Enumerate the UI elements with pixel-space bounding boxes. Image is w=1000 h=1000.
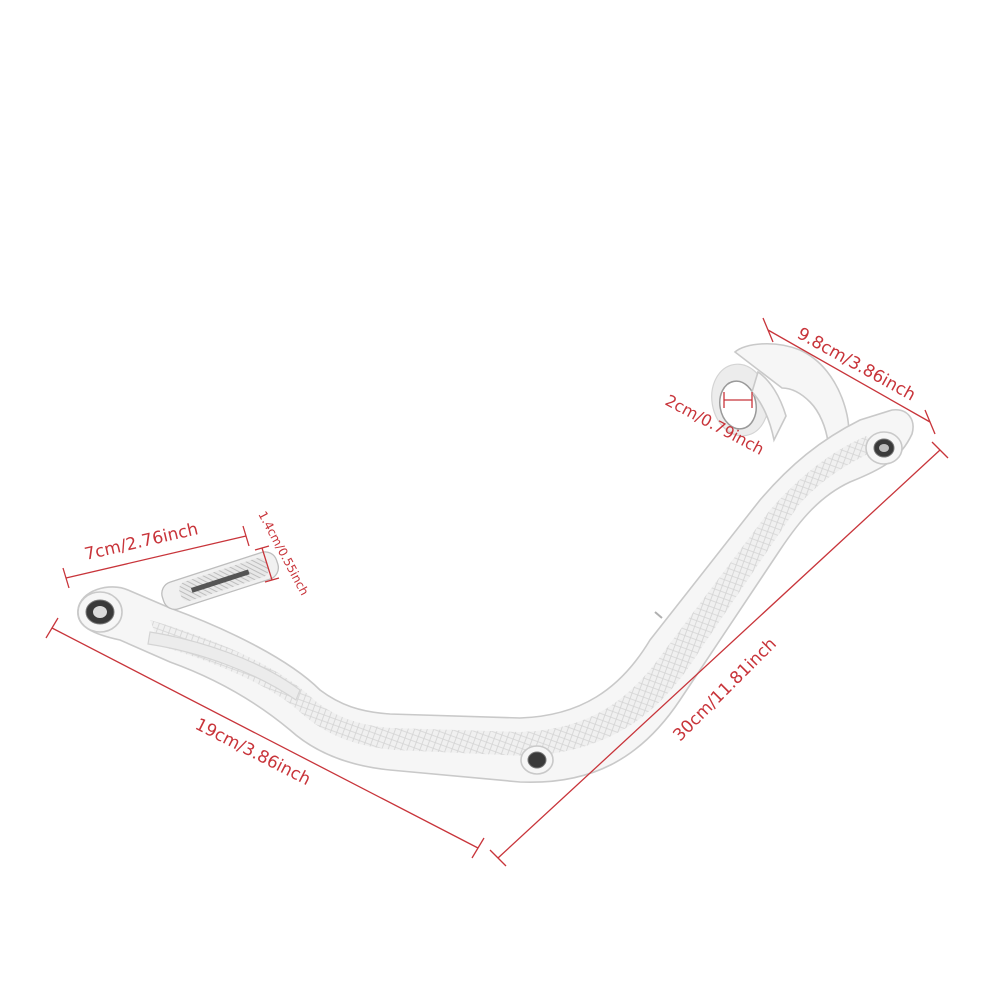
middle-mount-hole — [520, 745, 554, 775]
top-bolt — [865, 431, 903, 465]
clamp-body — [711, 342, 850, 443]
left-mount-hole — [77, 591, 123, 633]
dim-clamp-diameter — [723, 392, 753, 408]
label-peg-length: 7cm/2.76inch — [83, 519, 200, 565]
peg-rod — [161, 551, 280, 611]
carbon-texture — [150, 436, 880, 756]
arm-slot — [147, 631, 301, 701]
handguard-part — [77, 342, 914, 784]
dim-total-length — [489, 441, 949, 867]
dim-handguard-width — [762, 317, 936, 435]
dim-bar-length — [45, 617, 485, 859]
dim-peg-length — [62, 525, 250, 589]
dim-peg-diameter — [254, 545, 280, 583]
